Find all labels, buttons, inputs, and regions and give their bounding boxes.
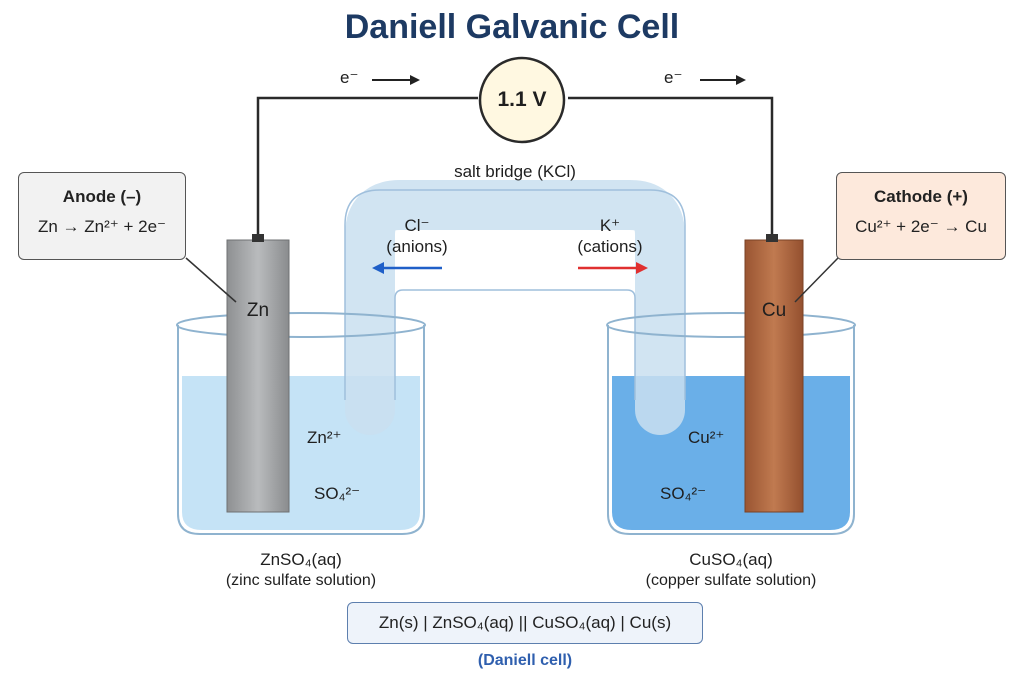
salt-bridge-outline (344, 189, 686, 400)
right-solution-label: CuSO₄(aq) (689, 550, 773, 569)
anion-desc: (anions) (386, 237, 448, 256)
salt-bridge-label: salt bridge (KCl) (454, 162, 576, 181)
zinc-ion-label: Zn²⁺ (307, 428, 342, 447)
anion-label: Cl⁻ (404, 216, 430, 235)
cell-notation: Zn(s) | ZnSO₄(aq) || CuSO₄(aq) | Cu(s) (347, 602, 703, 644)
voltmeter-reading: 1.1 V (497, 88, 547, 111)
copper-electrode (744, 239, 804, 513)
electron-label-left: e⁻ (340, 68, 359, 87)
cation-label: K⁺ (599, 216, 621, 235)
left-solution-label: ZnSO₄(aq) (260, 550, 342, 569)
right-beaker-rim (606, 312, 856, 338)
left-beaker-rim (176, 312, 426, 338)
left-sulfate-label: SO₄²⁻ (314, 484, 361, 503)
electron-label-right: e⁻ (664, 68, 683, 87)
zinc-terminal (252, 234, 264, 242)
page-title: Daniell Galvanic Cell (344, 8, 680, 46)
electron-arrow-left-icon (372, 75, 420, 85)
voltmeter-icon (478, 56, 566, 144)
copper-ion-label: Cu²⁺ (688, 428, 725, 447)
anion-arrow-icon (372, 262, 442, 274)
right-sulfate-label: SO₄²⁻ (660, 484, 707, 503)
copper-terminal (766, 234, 778, 242)
zinc-electrode (226, 239, 290, 513)
salt-bridge-tube (345, 180, 685, 435)
right-solution-desc: (copper sulfate solution) (645, 572, 817, 589)
cation-desc: (cations) (577, 237, 643, 256)
external-wire (256, 96, 774, 240)
anode-title: Anode (–) (62, 187, 142, 206)
anode-equation: Zn → Zn²⁺ + 2e⁻ (37, 217, 166, 236)
left-solution-desc: (zinc sulfate solution) (225, 572, 377, 589)
zinc-electrode-label: Zn (246, 300, 270, 321)
cation-arrow-icon (578, 262, 648, 274)
copper-electrode-label: Cu (761, 300, 787, 321)
left-beaker (177, 325, 425, 535)
anode-box: Anode (–) Zn → Zn²⁺ + 2e⁻ (18, 172, 186, 260)
electron-arrow-right-icon (700, 75, 746, 85)
cathode-callout-line (794, 257, 839, 303)
cathode-box: Cathode (+) Cu²⁺ + 2e⁻ → Cu (836, 172, 1006, 260)
cell-notation-label: (Daniell cell) (477, 652, 573, 669)
cathode-title: Cathode (+) (874, 187, 968, 206)
cathode-equation: Cu²⁺ + 2e⁻ → Cu (855, 217, 987, 236)
right-beaker (607, 325, 855, 535)
anode-callout-line (185, 257, 237, 303)
